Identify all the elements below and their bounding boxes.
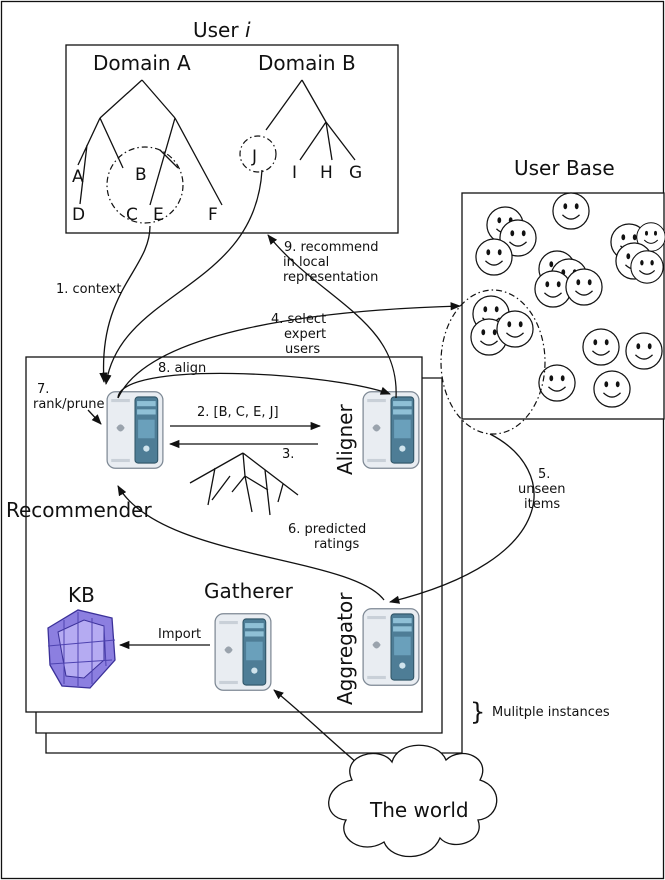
step-7-label-1: 7.: [37, 382, 49, 397]
gatherer-server-icon: [214, 613, 272, 691]
leaf-h: H: [320, 163, 333, 183]
expert-users-selection: [440, 289, 546, 435]
smiley-icon: [625, 332, 663, 370]
leaf-g: G: [349, 163, 362, 183]
aggregator-server-icon: [362, 608, 420, 686]
step-5-label-1: 5.: [538, 467, 550, 482]
leaf-i: I: [292, 163, 297, 183]
step-9-label-1: 9. recommend: [284, 240, 379, 255]
smiley-icon: [593, 370, 631, 408]
aligner-label: Aligner: [333, 404, 357, 475]
step-5-label-2: unseen: [518, 482, 566, 497]
step-3-label: 3.: [282, 447, 294, 462]
instances-note: Mulitple instances: [492, 705, 610, 720]
world-cloud: [328, 744, 498, 858]
leaf-d: D: [72, 205, 85, 225]
smiley-icon: [538, 364, 576, 402]
smiley-icon: [582, 328, 620, 366]
aligner-server-icon: [362, 391, 420, 469]
arrow-world-gather: [273, 689, 357, 763]
recommender-label: Recommender: [6, 498, 152, 522]
smiley-icon: [565, 268, 603, 306]
kb-label: KB: [68, 583, 95, 607]
smiley-icon: [475, 238, 513, 276]
arrow-predicted-ratings: [117, 485, 385, 601]
step-6-label-2: ratings: [314, 537, 360, 552]
arrow-align: [117, 372, 391, 399]
aggregator-label: Aggregator: [333, 592, 357, 705]
step-4-label-1: 4. select: [271, 312, 326, 327]
smiley-icon: [630, 250, 664, 284]
instances-brace: }: [470, 698, 485, 726]
leaf-c: C: [126, 205, 138, 225]
user-base-title: User Base: [514, 156, 615, 180]
instance-stack: [25, 356, 463, 754]
domain-a-tree: [77, 79, 223, 224]
step-4-label-2: expert: [284, 327, 326, 342]
context-selection-circle: [106, 146, 184, 224]
step-4-label-3: users: [285, 342, 320, 357]
arrow-recommend: [267, 234, 397, 399]
domain-b-tree: [239, 79, 356, 173]
step-7-label-2: rank/prune: [33, 397, 105, 412]
arrow-select-experts: [117, 302, 462, 399]
cloud-label: The world: [369, 798, 469, 822]
step-5-label-3: items: [524, 497, 560, 512]
flow-arrows: [87, 169, 535, 763]
aligned-tree-sketch: [189, 452, 299, 516]
leaf-e: E: [153, 205, 164, 225]
instance-frame-3: [45, 420, 463, 754]
leaf-f: F: [208, 205, 218, 225]
import-label: Import: [158, 627, 201, 642]
j-selection-circle: [239, 135, 277, 173]
user-box: User i Domain A Domain B A B D C E F J I…: [65, 18, 399, 234]
step-6-label-1: 6. predicted: [288, 522, 366, 537]
domain-b-label: Domain B: [258, 51, 356, 75]
gatherer-label: Gatherer: [204, 579, 294, 603]
domain-a-label: Domain A: [93, 51, 191, 75]
instance-frame-2: [35, 377, 443, 734]
step-1-label: 1. context: [56, 282, 122, 297]
instance-frame-1: [25, 356, 423, 713]
smiley-icon: [552, 192, 590, 230]
step-9-label-2: in local: [283, 255, 329, 270]
step-9-label-3: representation: [283, 270, 378, 285]
kb-cube-icon: [47, 609, 116, 689]
leaf-b: B: [135, 165, 147, 185]
smiley-icon: [496, 310, 534, 348]
user-title: User i: [193, 18, 251, 42]
step-8-label: 8. align: [158, 361, 206, 376]
arrow-j-context: [103, 169, 263, 386]
arrow-unseen-items: [388, 433, 535, 604]
arrow-context: [99, 225, 151, 384]
step-2-label: 2. [B, C, E, J]: [197, 405, 279, 420]
leaf-j: J: [251, 147, 257, 167]
recommender-server-icon: [106, 391, 164, 469]
arrow-rank-prune: [87, 409, 102, 425]
user-base-box: User Base: [440, 156, 665, 435]
leaf-a: A: [72, 167, 84, 187]
